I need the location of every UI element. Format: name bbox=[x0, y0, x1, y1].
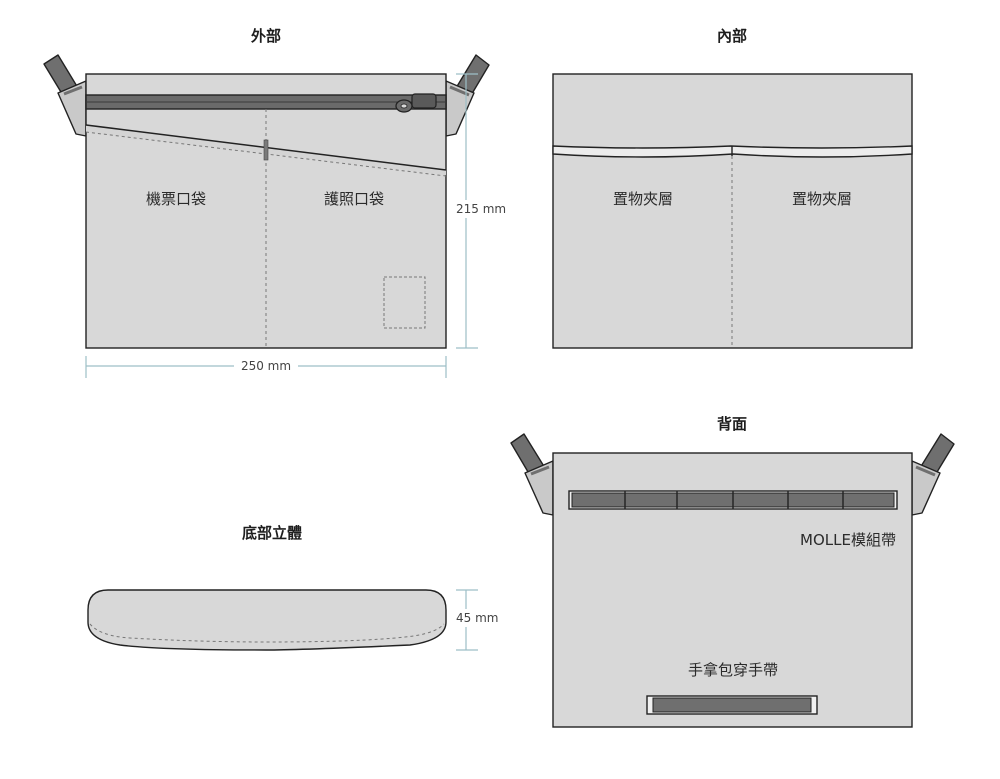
passport-pocket-label: 護照口袋 bbox=[324, 190, 384, 208]
width-dim-label: 250 mm bbox=[241, 359, 291, 373]
interior-view: 內部 置物夾層 置物夾層 bbox=[552, 27, 913, 349]
left-strap bbox=[43, 54, 87, 137]
left-compartment-label: 置物夾層 bbox=[613, 190, 673, 208]
width-dimension: 250 mm bbox=[85, 356, 447, 378]
exterior-title: 外部 bbox=[250, 27, 281, 45]
handle-label: 手拿包穿手帶 bbox=[688, 661, 778, 679]
depth-dimension: 45 mm bbox=[454, 589, 504, 651]
back-right-strap bbox=[911, 433, 955, 516]
bottom-panel bbox=[87, 589, 447, 651]
bottom-title: 底部立體 bbox=[242, 524, 302, 542]
height-dimension: 215 mm bbox=[452, 73, 512, 349]
right-compartment-label: 置物夾層 bbox=[792, 190, 852, 208]
back-title: 背面 bbox=[717, 415, 747, 433]
interior-title: 內部 bbox=[717, 27, 747, 45]
label-patch bbox=[383, 276, 426, 329]
molle-label: MOLLE模組帶 bbox=[800, 531, 896, 549]
zipper-pull-icon bbox=[395, 93, 437, 113]
ticket-pocket-label: 機票口袋 bbox=[146, 190, 206, 208]
depth-dim-label: 45 mm bbox=[456, 611, 498, 625]
back-left-strap bbox=[510, 433, 554, 516]
right-strap bbox=[445, 54, 490, 137]
exterior-view: 外部 機票口袋 護照口袋 bbox=[43, 27, 512, 378]
molle-webbing bbox=[568, 490, 898, 510]
back-view: 背面 MOLLE模組帶 手拿包穿手帶 bbox=[510, 415, 955, 728]
wrist-strap-loop bbox=[646, 695, 818, 715]
bottom-view: 底部立體 45 mm bbox=[87, 524, 504, 651]
height-dim-label: 215 mm bbox=[456, 202, 506, 216]
